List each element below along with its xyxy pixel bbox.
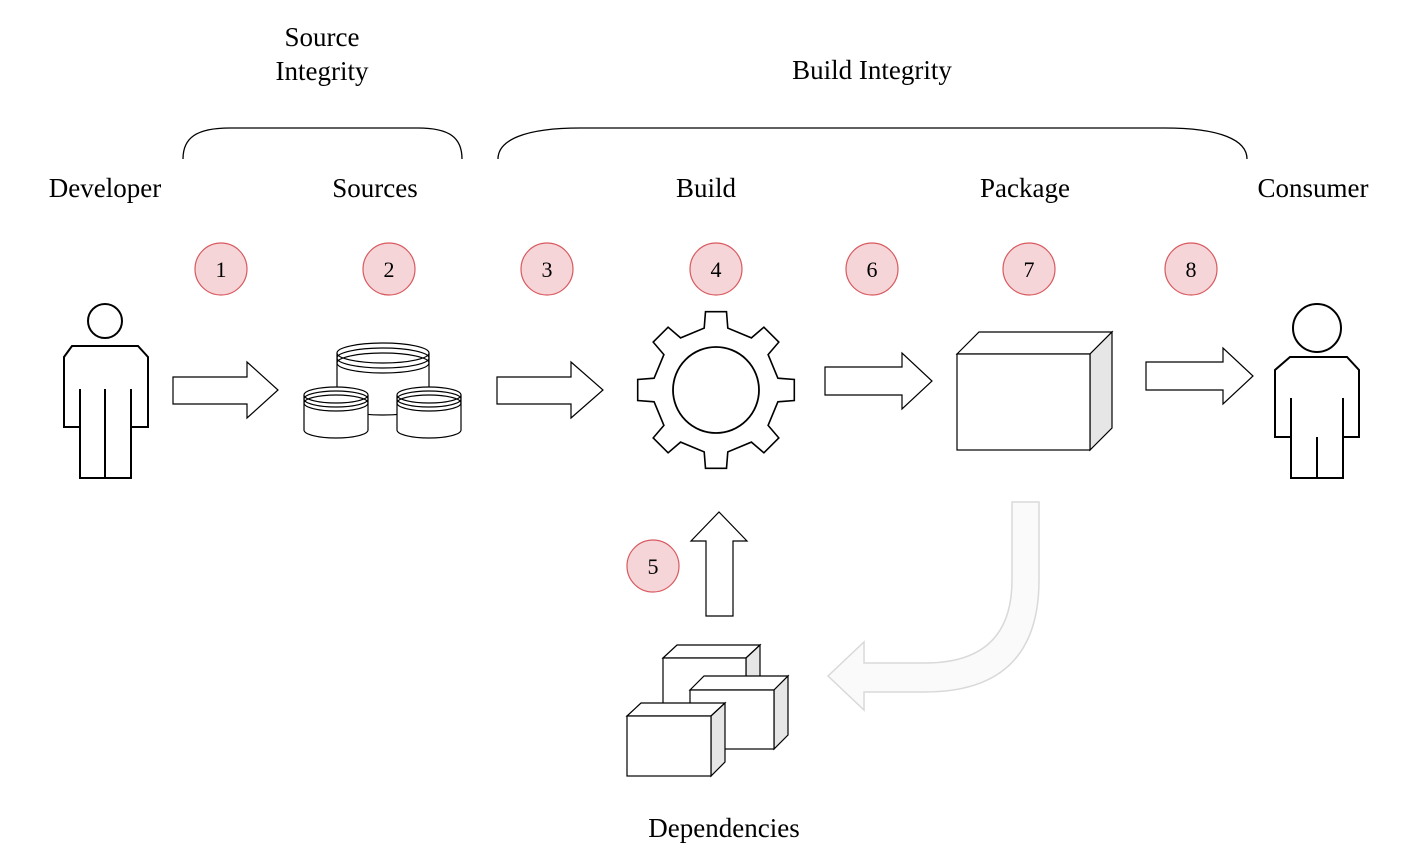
threat-marker-2: 2 <box>362 242 416 296</box>
threat-marker-circle <box>845 242 899 296</box>
threat-marker-1: 1 <box>194 242 248 296</box>
threat-marker-circle <box>1002 242 1056 296</box>
threat-marker-number: 4 <box>711 257 722 282</box>
build-label: Build <box>675 173 737 203</box>
source-integrity-line2: Integrity <box>275 56 369 86</box>
threat-marker-circle <box>689 242 743 296</box>
source-integrity-line1: Source <box>284 22 360 52</box>
flow-arrow-build-to-package <box>824 351 933 411</box>
feedback-arrow-package-to-dependencies <box>826 501 1040 712</box>
threat-marker-7: 7 <box>1002 242 1056 296</box>
consumer-label: Consumer <box>1257 173 1369 203</box>
source-integrity-brace <box>182 127 463 160</box>
threat-marker-4: 4 <box>689 242 743 296</box>
threat-marker-circle <box>520 242 574 296</box>
build-integrity-brace <box>497 127 1248 160</box>
threat-marker-6: 6 <box>845 242 899 296</box>
consumer-person-icon <box>1274 303 1360 479</box>
flow-arrow-developer-to-sources <box>172 360 279 420</box>
developer-label: Developer <box>48 173 162 203</box>
threat-marker-number: 8 <box>1186 257 1197 282</box>
threat-marker-number: 2 <box>384 257 395 282</box>
threat-marker-8: 8 <box>1164 242 1218 296</box>
threat-marker-3: 3 <box>520 242 574 296</box>
package-label: Package <box>980 173 1070 203</box>
package-box-icon <box>955 330 1114 452</box>
source-integrity-label: Source Integrity <box>276 20 369 88</box>
threat-marker-number: 3 <box>542 257 553 282</box>
threat-marker-number: 7 <box>1024 257 1035 282</box>
flow-arrow-sources-to-build <box>496 360 604 420</box>
sources-label: Sources <box>332 173 418 203</box>
build-integrity-label: Build Integrity <box>792 55 952 85</box>
build-gear-icon <box>636 310 796 470</box>
threat-marker-number: 6 <box>867 257 878 282</box>
flow-arrow-dependencies-to-build <box>689 511 749 617</box>
flow-arrow-package-to-consumer <box>1145 346 1254 406</box>
threat-marker-number: 5 <box>648 554 659 579</box>
threat-marker-circle <box>626 539 680 593</box>
threat-marker-circle <box>362 242 416 296</box>
developer-person-icon <box>63 303 149 479</box>
threat-marker-circle <box>194 242 248 296</box>
threat-markers: 1 2 3 4 5 6 7 8 <box>194 242 1218 593</box>
threat-marker-number: 1 <box>216 257 227 282</box>
dependencies-label: Dependencies <box>648 813 800 843</box>
threat-marker-5: 5 <box>626 539 680 593</box>
dependencies-boxes-icon <box>625 643 790 778</box>
threat-marker-circle <box>1164 242 1218 296</box>
sources-database-icon <box>303 342 462 439</box>
